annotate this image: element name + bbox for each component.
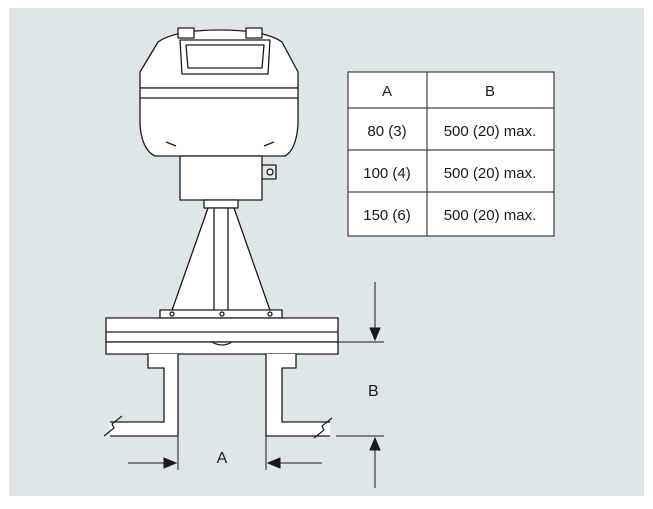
table-cell-b: 500 (20) max. xyxy=(444,123,537,140)
table-cell-b: 500 (20) max. xyxy=(444,165,537,182)
diagram-panel: A B 80 (3) 500 (20) max. 100 (4) 500 (20… xyxy=(9,8,644,496)
table-cell-a: 100 (4) xyxy=(363,165,411,182)
table-cell-a: 150 (6) xyxy=(363,207,411,224)
break-marks xyxy=(103,415,333,439)
table-cell-b: 500 (20) max. xyxy=(444,207,537,224)
dimension-b xyxy=(336,282,384,488)
dimension-a xyxy=(128,436,322,470)
device-drawing: A B 80 (3) 500 (20) max. 100 (4) 500 (20… xyxy=(9,8,644,496)
table-header-a: A xyxy=(382,83,392,100)
dimension-table: A B 80 (3) 500 (20) max. 100 (4) 500 (20… xyxy=(347,71,555,237)
dimension-a-label: A xyxy=(217,450,228,467)
table-header-b: B xyxy=(485,83,495,100)
dimension-b-label: B xyxy=(368,383,379,400)
table-cell-a: 80 (3) xyxy=(367,123,406,140)
process-flange xyxy=(105,317,339,355)
radar-housing xyxy=(139,27,299,209)
